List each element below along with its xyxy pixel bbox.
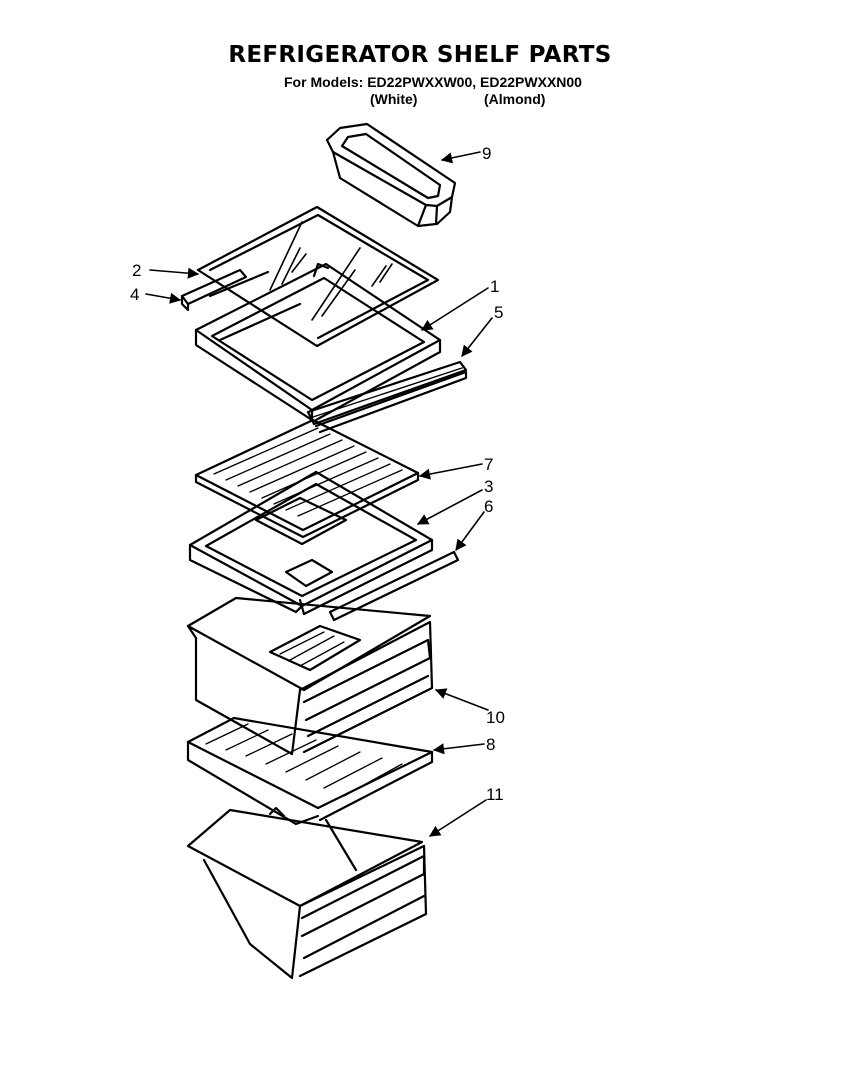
- part-10-crisper-drawer: [186, 596, 434, 756]
- callout-10: 10: [486, 708, 505, 727]
- leader-3: [417, 489, 483, 525]
- part-11-lower-drawer: [186, 808, 428, 980]
- callout-3: 3: [484, 477, 493, 496]
- callout-1: 1: [490, 277, 499, 296]
- leader-7: [418, 463, 483, 480]
- leader-11: [429, 799, 487, 837]
- callout-5: 5: [494, 303, 503, 322]
- part-6-divider-rod: [328, 550, 460, 622]
- leader-1: [421, 287, 489, 331]
- callout-9: 9: [482, 144, 491, 163]
- callout-8: 8: [486, 735, 495, 754]
- part-7-crisper-cover: [194, 418, 420, 539]
- callout-11: 11: [486, 785, 504, 804]
- part-2-4-shelf-trim: [180, 268, 270, 312]
- leader-6: [455, 511, 485, 551]
- leader-4: [145, 292, 182, 304]
- part-9-door-bin: [325, 122, 457, 228]
- leader-2: [149, 267, 200, 279]
- leader-10: [434, 688, 489, 711]
- leader-9: [440, 151, 481, 164]
- part-5-shelf-frame: [194, 262, 468, 434]
- color-label-white: (White): [370, 91, 418, 107]
- callout-2: 2: [132, 261, 141, 280]
- part-8-lower-cover: [186, 716, 434, 826]
- leader-5: [461, 317, 493, 357]
- page-title: REFRIGERATOR SHELF PARTS: [228, 42, 612, 68]
- callout-4: 4: [130, 285, 139, 304]
- models-subtitle: For Models: ED22PWXXW00, ED22PWXXN00: [284, 74, 582, 90]
- callout-leaders: [145, 151, 493, 837]
- part-3-cover-frame: [188, 470, 434, 616]
- leader-8: [432, 743, 485, 755]
- callout-7: 7: [484, 455, 493, 474]
- callout-6: 6: [484, 497, 493, 516]
- color-label-almond: (Almond): [484, 91, 546, 107]
